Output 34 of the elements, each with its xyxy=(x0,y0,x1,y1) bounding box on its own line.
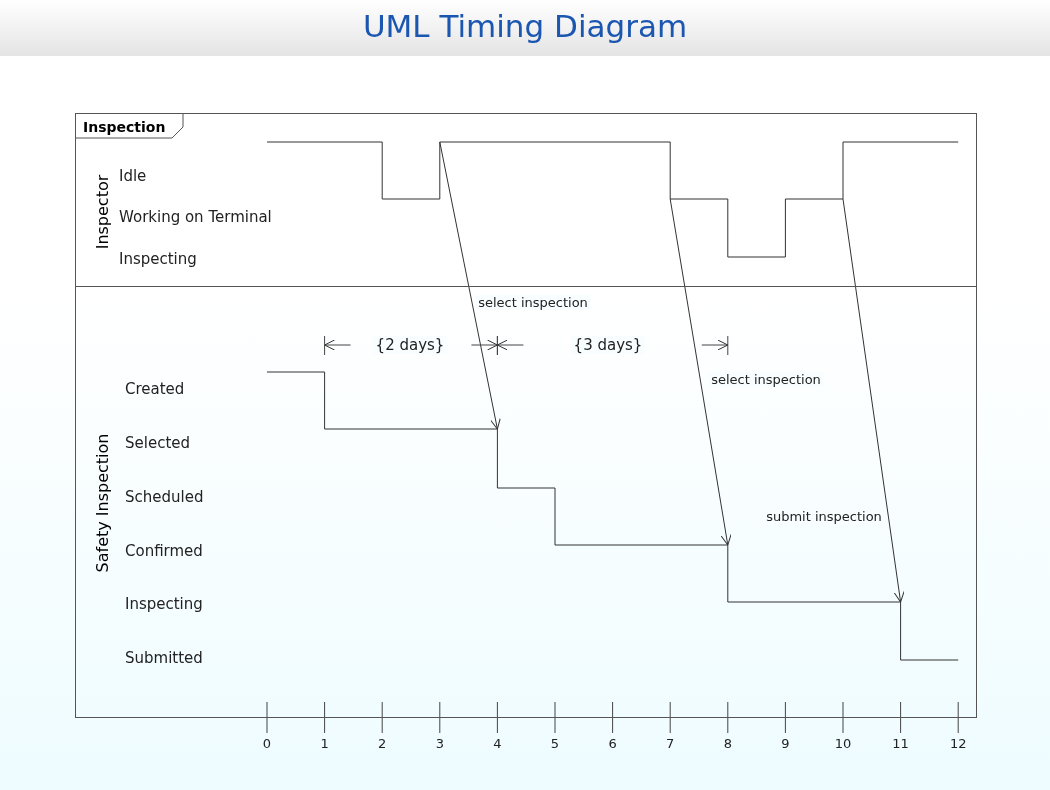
tick-label: 4 xyxy=(493,736,502,751)
state-name: Idle xyxy=(119,167,147,185)
lifeline-name: Inspector xyxy=(93,174,112,250)
tick-label: 10 xyxy=(834,736,852,751)
diagram-title: UML Timing Diagram xyxy=(362,8,688,44)
tick-label: 1 xyxy=(320,736,329,751)
state-name: Selected xyxy=(125,434,191,452)
state-name: Inspecting xyxy=(119,250,197,268)
frame-name: Inspection xyxy=(83,119,166,135)
duration-constraint: {3 days} xyxy=(571,336,645,354)
tick-label: 3 xyxy=(435,736,444,751)
message-arrow xyxy=(842,198,905,603)
edge-label: submit inspection xyxy=(764,509,884,524)
message-arrow xyxy=(669,198,732,546)
state-name: Working on Terminal xyxy=(119,208,272,226)
lifeline-name: Safety Inspection xyxy=(93,433,112,573)
state-name: Scheduled xyxy=(125,488,204,506)
tick-label: 11 xyxy=(892,736,909,751)
tick-label: 7 xyxy=(666,736,675,751)
tick-label: 5 xyxy=(550,736,560,751)
message-arrow xyxy=(439,141,501,430)
state-name: Submitted xyxy=(125,649,203,667)
edge-label: select inspection xyxy=(709,372,823,387)
state-name: Inspecting xyxy=(125,595,203,613)
tick-label: 9 xyxy=(781,736,790,751)
tick-label: 12 xyxy=(949,736,967,751)
duration-constraint: {2 days} xyxy=(373,336,447,354)
tick-label: 8 xyxy=(723,736,732,751)
state-name: Created xyxy=(125,380,185,398)
edge-label: select inspection xyxy=(476,295,590,310)
tick-label: 6 xyxy=(608,736,617,751)
state-name: Confirmed xyxy=(125,542,203,560)
tick-label: 2 xyxy=(378,736,387,751)
tick-label: 0 xyxy=(262,736,272,751)
